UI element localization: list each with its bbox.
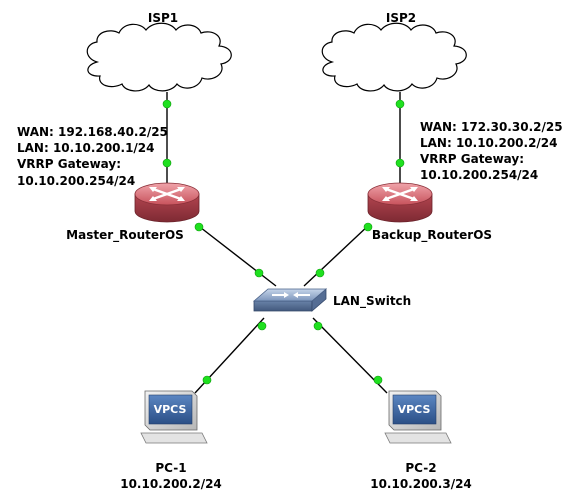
port-isp1 [162,99,172,109]
links [166,92,401,394]
cloud-isp2[interactable]: ISP2 [321,11,467,92]
backup-vrrp-ip: 10.10.200.254/24 [420,168,538,182]
cloud-isp1-label: ISP1 [148,11,178,25]
pc-2-screen-label: VPCS [398,403,431,416]
cloud-isp2-shape [321,22,467,92]
master-lan: LAN: 10.10.200.1/24 [17,141,155,155]
port-pc2 [373,375,383,385]
master-config-labels: WAN: 192.168.40.2/25 LAN: 10.10.200.1/24… [17,125,168,188]
lan-switch[interactable]: LAN_Switch [252,288,411,312]
pc-1-keyboard [140,432,208,444]
backup-config-labels: WAN: 172.30.30.2/25 LAN: 10.10.200.2/24 … [420,120,563,182]
pc-2-name: PC-2 [405,461,436,475]
pc-2-keyboard [384,432,452,444]
master-vrrp-ip: 10.10.200.254/24 [17,174,135,188]
cloud-isp2-label: ISP2 [386,11,416,25]
port-indicators [162,99,405,385]
port-master-lan [194,222,204,232]
switch-side [253,300,313,312]
pc-2[interactable]: VPCS PC-2 10.10.200.3/24 [370,390,472,491]
port-switch-pc1 [257,321,267,331]
port-pc1 [202,375,212,385]
port-backup-wan [395,158,405,168]
master-wan: WAN: 192.168.40.2/25 [17,125,168,139]
router-master-name: Master_RouterOS [66,228,184,243]
port-isp2 [395,99,405,109]
switch-top [252,288,328,302]
switch-arrows-icon [272,292,310,298]
pc-2-ip: 10.10.200.3/24 [370,477,472,491]
pc-1[interactable]: VPCS PC-1 10.10.200.2/24 [120,390,222,491]
cloud-isp1-shape [86,22,232,92]
pc-1-screen-label: VPCS [154,403,187,416]
switch-name: LAN_Switch [333,294,411,309]
port-master-wan [162,158,172,168]
backup-lan: LAN: 10.10.200.2/24 [420,136,558,150]
router-backup-arrows-icon [384,187,416,201]
pc-1-name: PC-1 [155,461,186,475]
link-master-switch [195,223,277,287]
port-backup-lan [363,222,373,232]
backup-vrrp-label: VRRP Gateway: [420,152,524,166]
cloud-isp1[interactable]: ISP1 [86,11,232,92]
router-backup-name: Backup_RouterOS [372,228,492,243]
link-backup-switch [303,223,371,287]
port-switch-backup [315,268,325,278]
router-master-arrows-icon [151,187,183,201]
router-master[interactable]: Master_RouterOS [66,182,200,243]
port-switch-pc2 [313,321,323,331]
port-switch-master [254,268,264,278]
pc-1-ip: 10.10.200.2/24 [120,477,222,491]
master-vrrp-label: VRRP Gateway: [17,157,121,171]
backup-wan: WAN: 172.30.30.2/25 [420,120,563,134]
router-backup[interactable]: Backup_RouterOS [367,182,492,243]
pc-2-screen [392,394,437,425]
pc-1-screen [148,394,193,425]
